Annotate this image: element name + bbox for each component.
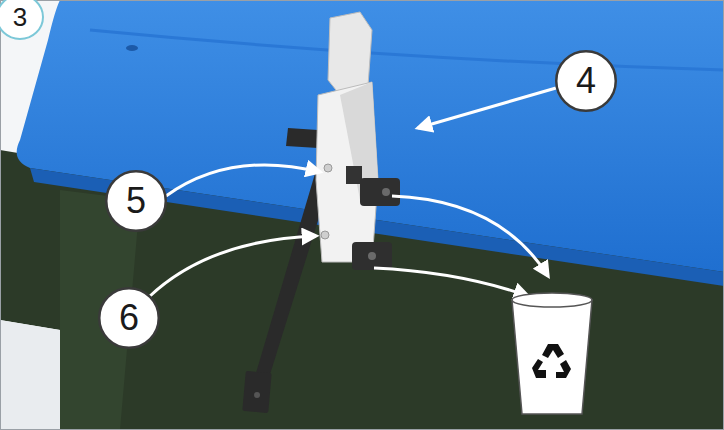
bin-lid [17, 0, 724, 272]
number-text: 5 [126, 183, 146, 219]
lid-ridge [90, 30, 724, 70]
callout-number: 4 [555, 50, 617, 112]
tab [286, 128, 318, 148]
leader-arrow [418, 88, 556, 128]
strap-hole [254, 392, 260, 398]
bracket-top [328, 12, 372, 95]
tab-hole [368, 252, 376, 260]
number-text: 4 [576, 63, 596, 99]
callout-number: 6 [98, 287, 160, 349]
bracket-body [316, 82, 378, 262]
removed-tab [360, 178, 400, 206]
leader-arrow [166, 165, 320, 196]
number-text: 6 [119, 300, 139, 336]
tab-hole [382, 188, 390, 196]
leader-arrow [150, 236, 316, 296]
bracket-nut [346, 166, 362, 184]
bracket-hole [324, 164, 332, 172]
step-number: 3 [0, 0, 44, 40]
bracket-hole [321, 231, 329, 239]
recycle-bin-icon [512, 293, 592, 414]
lid-hole [126, 45, 138, 51]
removed-tab [352, 242, 392, 270]
callout-number: 5 [105, 170, 167, 232]
strap-end [242, 371, 271, 413]
number-text: 3 [13, 4, 27, 30]
floor [0, 320, 60, 430]
discard-arrow [392, 196, 548, 276]
discard-arrow [374, 268, 528, 296]
